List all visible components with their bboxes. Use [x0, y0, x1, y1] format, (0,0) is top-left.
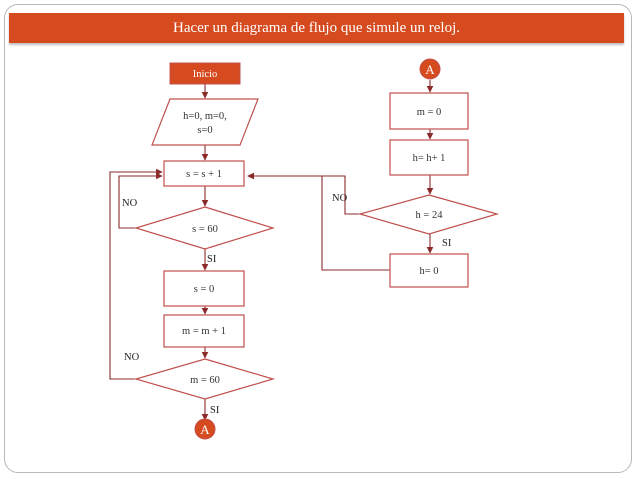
start-label: Inicio: [193, 69, 218, 80]
inc-s-label: s = s + 1: [186, 169, 222, 180]
connector-out: A: [194, 418, 216, 440]
label-no-s: NO: [122, 198, 138, 209]
slide-frame: [4, 4, 632, 473]
label-si-s: SI: [207, 254, 217, 265]
dec-h-decision: h = 24: [357, 194, 500, 235]
init-label-line2: s=0: [197, 125, 212, 136]
connector-in-label: A: [425, 62, 435, 77]
slide-title: Hacer un diagrama de flujo que simule un…: [9, 13, 624, 43]
connector-out-label: A: [200, 422, 210, 437]
arrow-dec-m-no-loop: [109, 168, 163, 380]
inc-m-label: m = m + 1: [182, 326, 226, 337]
dec-m-decision: m = 60: [133, 358, 276, 400]
dec-m-label: m = 60: [190, 375, 220, 386]
label-si-m: SI: [210, 405, 220, 416]
label-no-m: NO: [124, 352, 140, 363]
connector-in: A: [419, 58, 441, 80]
inc-s-node: s = s + 1: [163, 160, 245, 187]
dec-h-label: h = 24: [416, 210, 444, 221]
inc-m-node: m = m + 1: [163, 314, 245, 348]
label-no-h: NO: [332, 193, 348, 204]
arrow-dec-s-no-loop: [118, 172, 163, 229]
init-label-line1: h=0, m=0,: [183, 111, 227, 122]
reset-s-node: s = 0: [163, 270, 245, 307]
reset-h-node: h= 0: [389, 253, 469, 288]
start-node: Inicio: [169, 62, 241, 85]
reset-s-label: s = 0: [194, 284, 215, 295]
dec-s-decision: s = 60: [133, 206, 276, 250]
reset-h-label: h= 0: [419, 266, 438, 277]
reset-m-node: m = 0: [389, 92, 469, 130]
reset-m-label: m = 0: [417, 107, 442, 118]
arrow-reset-h-loop: [247, 172, 390, 271]
inc-h-label: h= h+ 1: [413, 153, 446, 164]
inc-h-node: h= h+ 1: [389, 139, 469, 176]
label-si-h: SI: [442, 238, 452, 249]
init-node: h=0, m=0, s=0: [151, 98, 259, 146]
dec-s-label: s = 60: [192, 224, 218, 235]
